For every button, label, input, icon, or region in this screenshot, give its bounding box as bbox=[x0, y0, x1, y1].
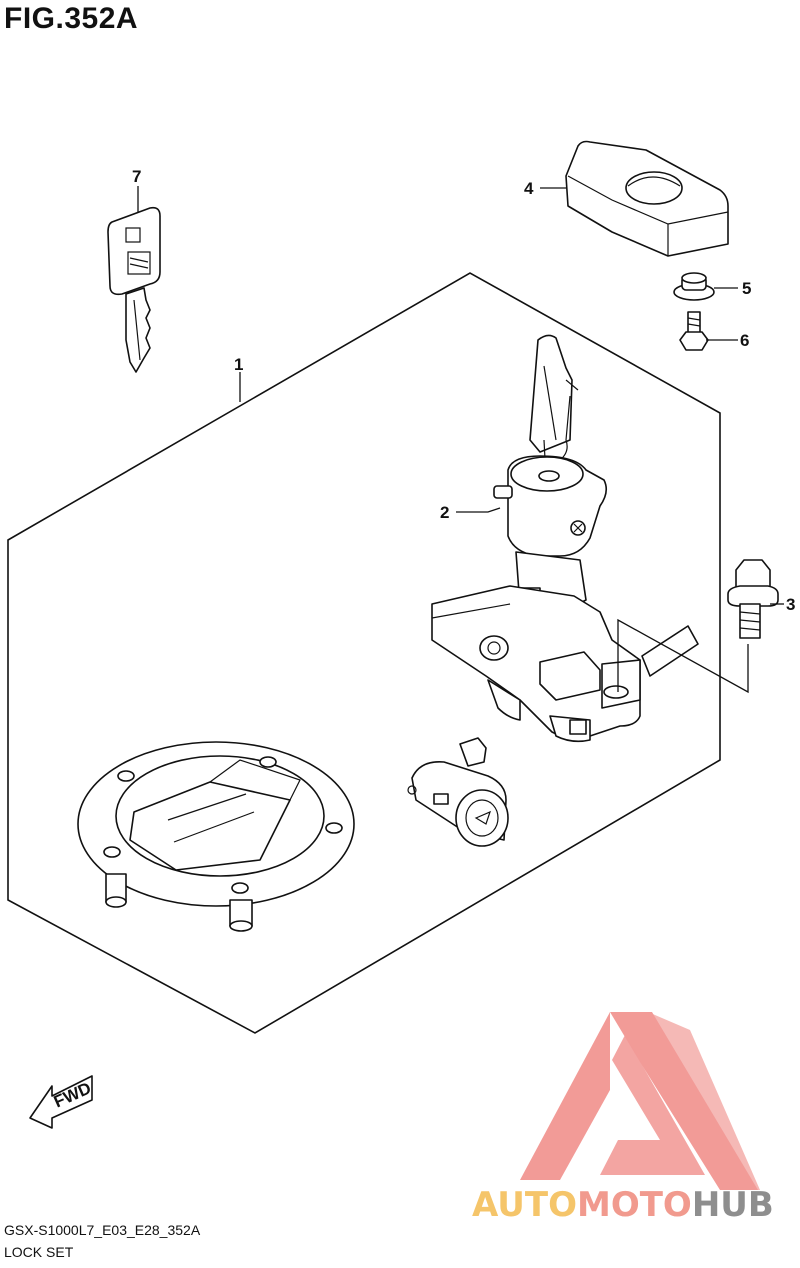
figure-title: FIG.352A bbox=[4, 2, 139, 35]
bolt-part bbox=[727, 559, 779, 639]
callout-4: 4 bbox=[524, 179, 534, 198]
model-code: GSX-S1000L7_E03_E28_352A bbox=[4, 1222, 201, 1238]
watermark-moto: MOTO bbox=[577, 1185, 692, 1225]
lock-cover-part bbox=[565, 140, 729, 257]
ignition-switch-part bbox=[431, 334, 699, 743]
section-name: LOCK SET bbox=[4, 1244, 74, 1260]
fuel-cap-plate-part bbox=[77, 741, 355, 932]
callout-2: 2 bbox=[440, 503, 449, 522]
key-part bbox=[107, 206, 161, 373]
small-bolt-part bbox=[679, 311, 709, 351]
callout-6: 6 bbox=[740, 331, 749, 350]
watermark-hub: HUB bbox=[692, 1185, 774, 1225]
callout-5: 5 bbox=[742, 279, 751, 298]
seat-lock-cylinder-part bbox=[407, 737, 509, 847]
callout-1: 1 bbox=[234, 355, 243, 374]
lock-set-kit-frame bbox=[7, 272, 721, 1034]
callout-3: 3 bbox=[786, 595, 795, 614]
fwd-direction-marker: FWD bbox=[29, 1075, 94, 1129]
watermark-brand: AUTOMOTOHUB bbox=[472, 1185, 774, 1225]
leader-lines bbox=[137, 186, 784, 694]
watermark-auto: AUTO bbox=[472, 1185, 577, 1225]
collar-nut-part bbox=[673, 272, 715, 301]
callout-7: 7 bbox=[132, 167, 141, 186]
watermark-logo bbox=[520, 1012, 760, 1190]
